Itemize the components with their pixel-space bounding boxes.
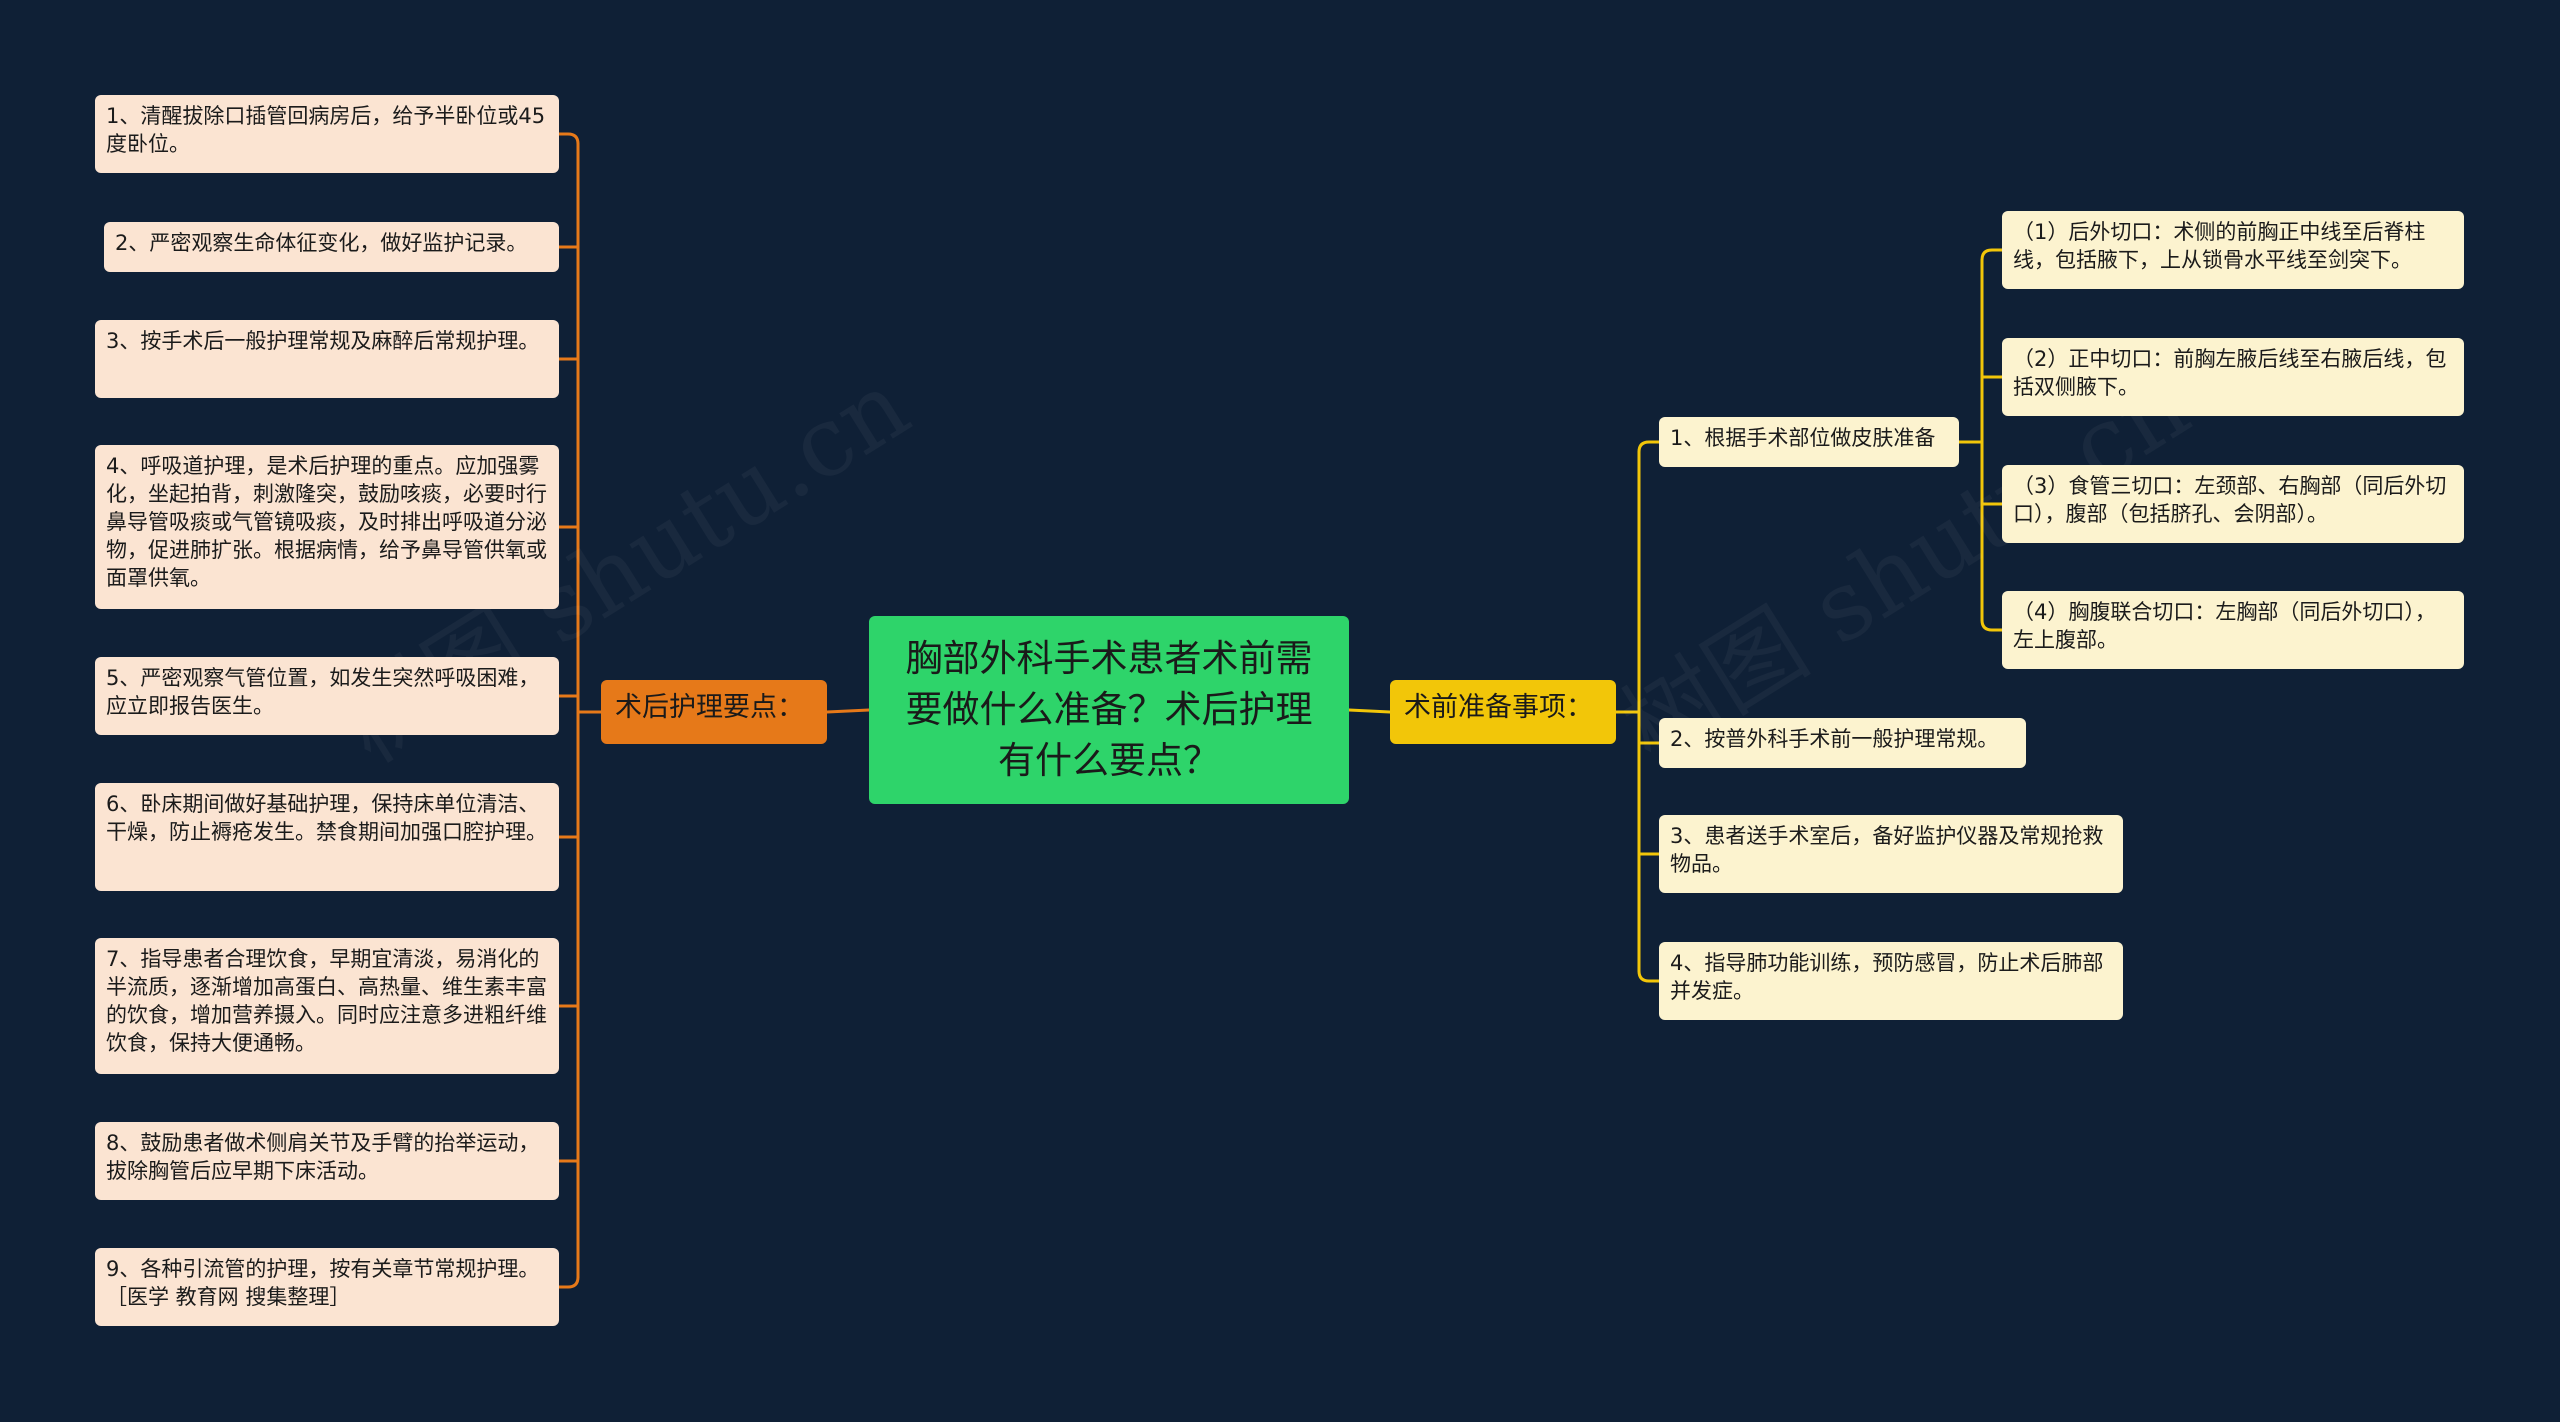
connector-line: [1637, 440, 1661, 454]
postop-item-8[interactable]: 8、鼓励患者做术侧肩关节及手臂的抬举运动，拔除胸管后应早期下床活动。: [95, 1122, 559, 1200]
preop-item-4[interactable]: 4、指导肺功能训练，预防感冒，防止术后肺部并发症。: [1659, 942, 2123, 1020]
preop-item-1[interactable]: 1、根据手术部位做皮肤准备: [1659, 417, 1959, 467]
postop-item-4[interactable]: 4、呼吸道护理，是术后护理的重点。应加强雾化，坐起拍背，刺激隆突，鼓励咳痰，必要…: [95, 445, 559, 609]
branch-preop-prep-label: 术前准备事项：: [1404, 692, 1593, 723]
connector-line: [1347, 708, 1392, 714]
incision-item-text: （2）正中切口：前胸左腋后线至右腋后线，包括双侧腋下。: [2013, 347, 2447, 399]
incision-item-3[interactable]: （3）食管三切口：左颈部、右胸部（同后外切口），腹部（包括脐孔、会阴部）。: [2002, 465, 2464, 543]
preop-item-3[interactable]: 3、患者送手术室后，备好监护仪器及常规抢救物品。: [1659, 815, 2123, 893]
postop-item-7[interactable]: 7、指导患者合理饮食，早期宜清淡，易消化的半流质，逐渐增加高蛋白、高热量、维生素…: [95, 938, 559, 1074]
preop-item-text: 4、指导肺功能训练，预防感冒，防止术后肺部并发症。: [1670, 951, 2104, 1003]
postop-item-text: 5、严密观察气管位置，如发生突然呼吸困难，应立即报告医生。: [106, 666, 540, 718]
preop-item-2[interactable]: 2、按普外科手术前一般护理常规。: [1659, 718, 2026, 768]
branch-preop-prep[interactable]: 术前准备事项：: [1390, 680, 1616, 744]
postop-item-9[interactable]: 9、各种引流管的护理，按有关章节常规护理。［医学 教育网 搜集整理］: [95, 1248, 559, 1326]
incision-item-text: （4）胸腹联合切口：左胸部（同后外切口），左上腹部。: [2013, 600, 2436, 652]
incision-item-2[interactable]: （2）正中切口：前胸左腋后线至右腋后线，包括双侧腋下。: [2002, 338, 2464, 416]
postop-item-text: 6、卧床期间做好基础护理，保持床单位清洁、干燥，防止褥疮发生。禁食期间加强口腔护…: [106, 792, 547, 844]
preop-item-text: 2、按普外科手术前一般护理常规。: [1670, 727, 1999, 751]
postop-item-text: 4、呼吸道护理，是术后护理的重点。应加强雾化，坐起拍背，刺激隆突，鼓励咳痰，必要…: [106, 454, 547, 590]
incision-item-text: （3）食管三切口：左颈部、右胸部（同后外切口），腹部（包括脐孔、会阴部）。: [2013, 474, 2447, 526]
postop-item-text: 8、鼓励患者做术侧肩关节及手臂的抬举运动，拔除胸管后应早期下床活动。: [106, 1131, 540, 1183]
incision-item-1[interactable]: （1）后外切口：术侧的前胸正中线至后脊柱线，包括腋下，上从锁骨水平线至剑突下。: [2002, 211, 2464, 289]
postop-item-3[interactable]: 3、按手术后一般护理常规及麻醉后常规护理。: [95, 320, 559, 398]
root-topic-text: 胸部外科手术患者术前需要做什么准备？术后护理有什么要点？: [905, 637, 1313, 782]
preop-item-text: 1、根据手术部位做皮肤准备: [1670, 426, 1936, 450]
postop-item-5[interactable]: 5、严密观察气管位置，如发生突然呼吸困难，应立即报告医生。: [95, 657, 559, 735]
postop-item-text: 1、清醒拔除口插管回病房后，给予半卧位或45度卧位。: [106, 104, 546, 156]
connector-line: [825, 708, 871, 714]
postop-item-1[interactable]: 1、清醒拔除口插管回病房后，给予半卧位或45度卧位。: [95, 95, 559, 173]
incision-item-text: （1）后外切口：术侧的前胸正中线至后脊柱线，包括腋下，上从锁骨水平线至剑突下。: [2013, 220, 2426, 272]
preop-item-text: 3、患者送手术室后，备好监护仪器及常规抢救物品。: [1670, 824, 2104, 876]
postop-item-2[interactable]: 2、严密观察生命体征变化，做好监护记录。: [104, 222, 559, 272]
postop-item-6[interactable]: 6、卧床期间做好基础护理，保持床单位清洁、干燥，防止褥疮发生。禁食期间加强口腔护…: [95, 783, 559, 891]
postop-item-text: 2、严密观察生命体征变化，做好监护记录。: [115, 231, 528, 255]
connector-line: [1637, 969, 1661, 983]
postop-item-text: 3、按手术后一般护理常规及麻醉后常规护理。: [106, 329, 540, 353]
connector-line: [557, 1275, 580, 1289]
connector-line: [1980, 248, 2004, 262]
root-topic[interactable]: 胸部外科手术患者术前需要做什么准备？术后护理有什么要点？: [869, 616, 1349, 804]
connector-line: [557, 132, 580, 146]
postop-item-text: 9、各种引流管的护理，按有关章节常规护理。［医学 教育网 搜集整理］: [106, 1257, 540, 1309]
postop-item-text: 7、指导患者合理饮食，早期宜清淡，易消化的半流质，逐渐增加高蛋白、高热量、维生素…: [106, 947, 547, 1055]
branch-postop-care[interactable]: 术后护理要点：: [601, 680, 827, 744]
connector-line: [1980, 618, 2004, 632]
incision-item-4[interactable]: （4）胸腹联合切口：左胸部（同后外切口），左上腹部。: [2002, 591, 2464, 669]
branch-postop-care-label: 术后护理要点：: [615, 692, 804, 723]
